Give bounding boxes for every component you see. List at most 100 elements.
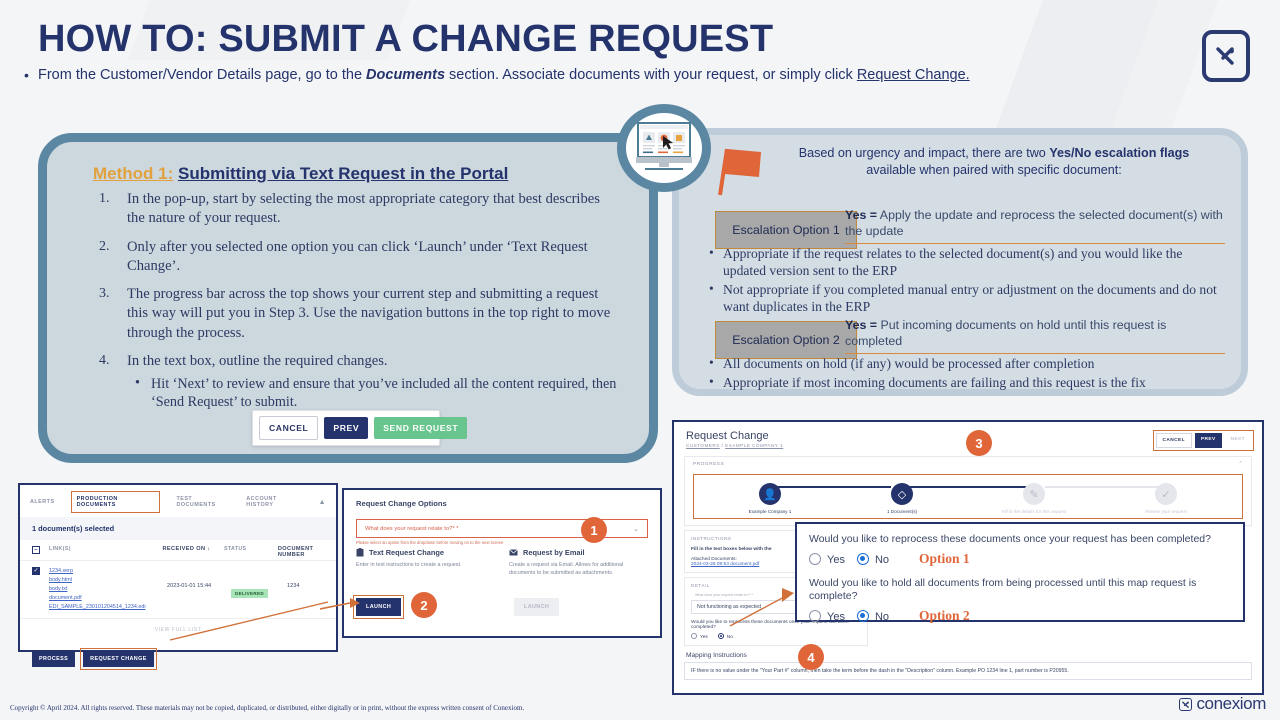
method-steps-list: In the pop-up, start by selecting the mo… [97, 190, 649, 412]
tab-account-history[interactable]: ACCOUNT HISTORY [246, 496, 277, 508]
chevron-down-icon: ⌄ [633, 525, 639, 533]
escalation-intro-c: available when paired with specific docu… [866, 163, 1122, 177]
callout-q1-yes[interactable]: Yes [809, 552, 845, 566]
request-prev-button[interactable]: PREV [1194, 433, 1222, 448]
detail-select-label: What does your request relate to?* * [695, 593, 753, 598]
instructions-header: INSTRUCTIONS [691, 536, 732, 541]
link-body-txt[interactable]: body.txt [49, 585, 68, 592]
escalation-option-1-box: Escalation Option 1 [715, 211, 857, 249]
progress-step-2-caption: 1 Document(s) [886, 509, 918, 514]
breadcrumb-customers[interactable]: CUSTOMERS [686, 443, 720, 448]
options-columns: Text Request Change Enter in text instru… [356, 548, 648, 578]
progress-step-3-caption: Fill in the details for this request [1001, 509, 1067, 514]
method-heading: Method 1: Submitting via Text Request in… [93, 164, 649, 184]
escalation-option-2-bullet-1: All documents on hold (if any) would be … [709, 354, 1227, 372]
view-full-list-label: VIEW FULL LIST [154, 626, 202, 633]
progress-step-2[interactable]: ◇ 1 Document(s) [836, 483, 968, 514]
progress-label: PROGRESS [693, 462, 725, 467]
request-next-button: NEXT [1224, 433, 1251, 448]
step-badge-2: 2 [411, 592, 437, 618]
link-body-html[interactable]: body.html [49, 576, 72, 583]
prev-button[interactable]: PREV [324, 417, 369, 439]
tab-alerts[interactable]: ALERTS [30, 499, 55, 505]
callout-q1-no[interactable]: No [856, 552, 889, 566]
step-badge-1: 1 [581, 517, 607, 543]
progress-section-header: PROGRESS ⌃ [685, 457, 1251, 472]
row-checkbox[interactable]: ✓ [32, 567, 40, 575]
mapping-instructions-textarea[interactable]: IF there is no value under the "Your Par… [684, 662, 1252, 681]
method-step-2-text: Only after you selected one option you c… [127, 238, 588, 274]
attached-document-link[interactable]: 2024-03-26 09:53 document.pdf [691, 562, 760, 568]
callout-option-2-label: Option 2 [919, 608, 970, 624]
tab-test-documents[interactable]: TEST DOCUMENTS [176, 496, 216, 508]
instructions-body: Fill in the text boxes below with the [691, 547, 772, 552]
method-label: Method 1: [93, 164, 174, 183]
detail-radio-group: Yes No [691, 633, 861, 640]
detail-radio-yes[interactable]: Yes [691, 633, 708, 640]
options-title: Request Change Options [356, 499, 447, 508]
pencil-icon: ✎ [1023, 483, 1045, 505]
process-button[interactable]: PROCESS [32, 650, 76, 667]
user-icon: 👤 [759, 483, 781, 505]
documents-selected-count: 1 document(s) selected [20, 517, 336, 540]
escalation-option-1-bullet-1: Appropriate if the request relates to th… [709, 244, 1227, 279]
method-title: Submitting via Text Request in the Porta… [178, 164, 509, 183]
method-step-1: In the pop-up, start by selecting the mo… [99, 190, 600, 227]
tab-production-documents[interactable]: PRODUCTION DOCUMENTS [70, 491, 161, 513]
request-relate-select[interactable]: What does your request relate to?* * ⌄ [356, 519, 648, 538]
progress-step-1[interactable]: 👤 Example Company 1 [704, 483, 836, 514]
callout-question-2: Would you like to hold all documents fro… [809, 577, 1197, 603]
request-cancel-button[interactable]: CANCEL [1155, 433, 1192, 448]
chevron-up-icon[interactable]: ⌃ [1238, 462, 1243, 467]
callout-question-1: Would you like to reprocess these docume… [809, 533, 1211, 545]
request-change-options-screenshot: Request Change Options What does your re… [342, 488, 662, 638]
mapping-instructions-heading: Mapping Instructions [686, 652, 747, 660]
intro-request-change-link[interactable]: Request Change. [856, 67, 970, 83]
conexiom-x-icon [1179, 697, 1193, 711]
cancel-button[interactable]: CANCEL [259, 416, 319, 440]
request-change-button[interactable]: REQUEST CHANGE [80, 647, 157, 670]
method-step-4: In the text box, outline the required ch… [97, 352, 621, 412]
escalation-option-1-yes: Yes = [845, 208, 878, 222]
chevron-up-icon[interactable]: ▲ [318, 498, 327, 506]
progress-step-row: 👤 Example Company 1 ◇ 1 Document(s) ✎ Fi… [704, 483, 1232, 514]
link-1234-xerp[interactable]: 1234.xerp [49, 568, 73, 574]
email-request-heading-label: Request by Email [523, 548, 585, 557]
escalation-option-2-yes: Yes = [845, 318, 878, 332]
link-document-pdf[interactable]: document.pdf [49, 594, 82, 601]
page-intro-text: • From the Customer/Vendor Details page,… [24, 65, 1178, 86]
request-relate-value: What does your request relate to?* * [365, 525, 459, 532]
chevron-down-icon: ⌄ [174, 633, 182, 641]
launch-text-request-button[interactable]: LAUNCH [352, 595, 405, 619]
escalation-panel: Based on urgency and impact, there are t… [672, 128, 1248, 396]
orange-flag-icon [718, 148, 761, 196]
documents-action-row: PROCESS REQUEST CHANGE [20, 643, 336, 675]
escalation-option-1-definition: Yes = Apply the update and reprocess the… [845, 207, 1225, 244]
breadcrumb-company[interactable]: EXAMPLE COMPANY 1 [725, 443, 784, 448]
send-request-button[interactable]: SEND REQUEST [374, 417, 468, 439]
request-nav-buttons: CANCEL PREV NEXT [1152, 430, 1254, 451]
text-request-change-option: Text Request Change Enter in text instru… [356, 548, 495, 578]
progress-step-3[interactable]: ✎ Fill in the details for this request [968, 483, 1100, 514]
column-status: STATUS [224, 546, 247, 552]
select-all-checkbox[interactable]: – [32, 546, 40, 554]
conexiom-brand: conexiom [1179, 694, 1266, 714]
layers-icon: ◇ [891, 483, 913, 505]
sort-down-icon[interactable]: ↓ [207, 546, 211, 552]
view-full-list-link[interactable]: VIEW FULL LIST ⌄ [20, 619, 336, 643]
step-badge-3: 3 [966, 430, 992, 456]
progress-section: PROGRESS ⌃ 👤 Example Company 1 ◇ 1 Docum… [684, 456, 1252, 526]
link-edi-sample[interactable]: EDI_SAMPLE_230101204514_1234.edi [49, 603, 146, 610]
detail-radio-no[interactable]: No [717, 633, 733, 640]
clipboard-icon [356, 548, 364, 557]
breadcrumb-separator: / [719, 443, 726, 448]
callout-q2-no[interactable]: No [856, 609, 889, 623]
progress-step-4[interactable]: ✓ Review your request [1100, 483, 1232, 514]
callout-q2-yes[interactable]: Yes [809, 609, 845, 623]
method-substep-1: Hit ‘Next’ to review and ensure that you… [135, 374, 621, 412]
method-step-3: The progress bar across the top shows yo… [99, 285, 611, 341]
escalation-option-2-text: Put incoming documents on hold until thi… [845, 318, 1167, 349]
row-status: DELIVERED [231, 567, 287, 612]
callout-option-1-label: Option 1 [919, 551, 970, 567]
progress-step-1-caption: Example Company 1 [748, 509, 792, 514]
